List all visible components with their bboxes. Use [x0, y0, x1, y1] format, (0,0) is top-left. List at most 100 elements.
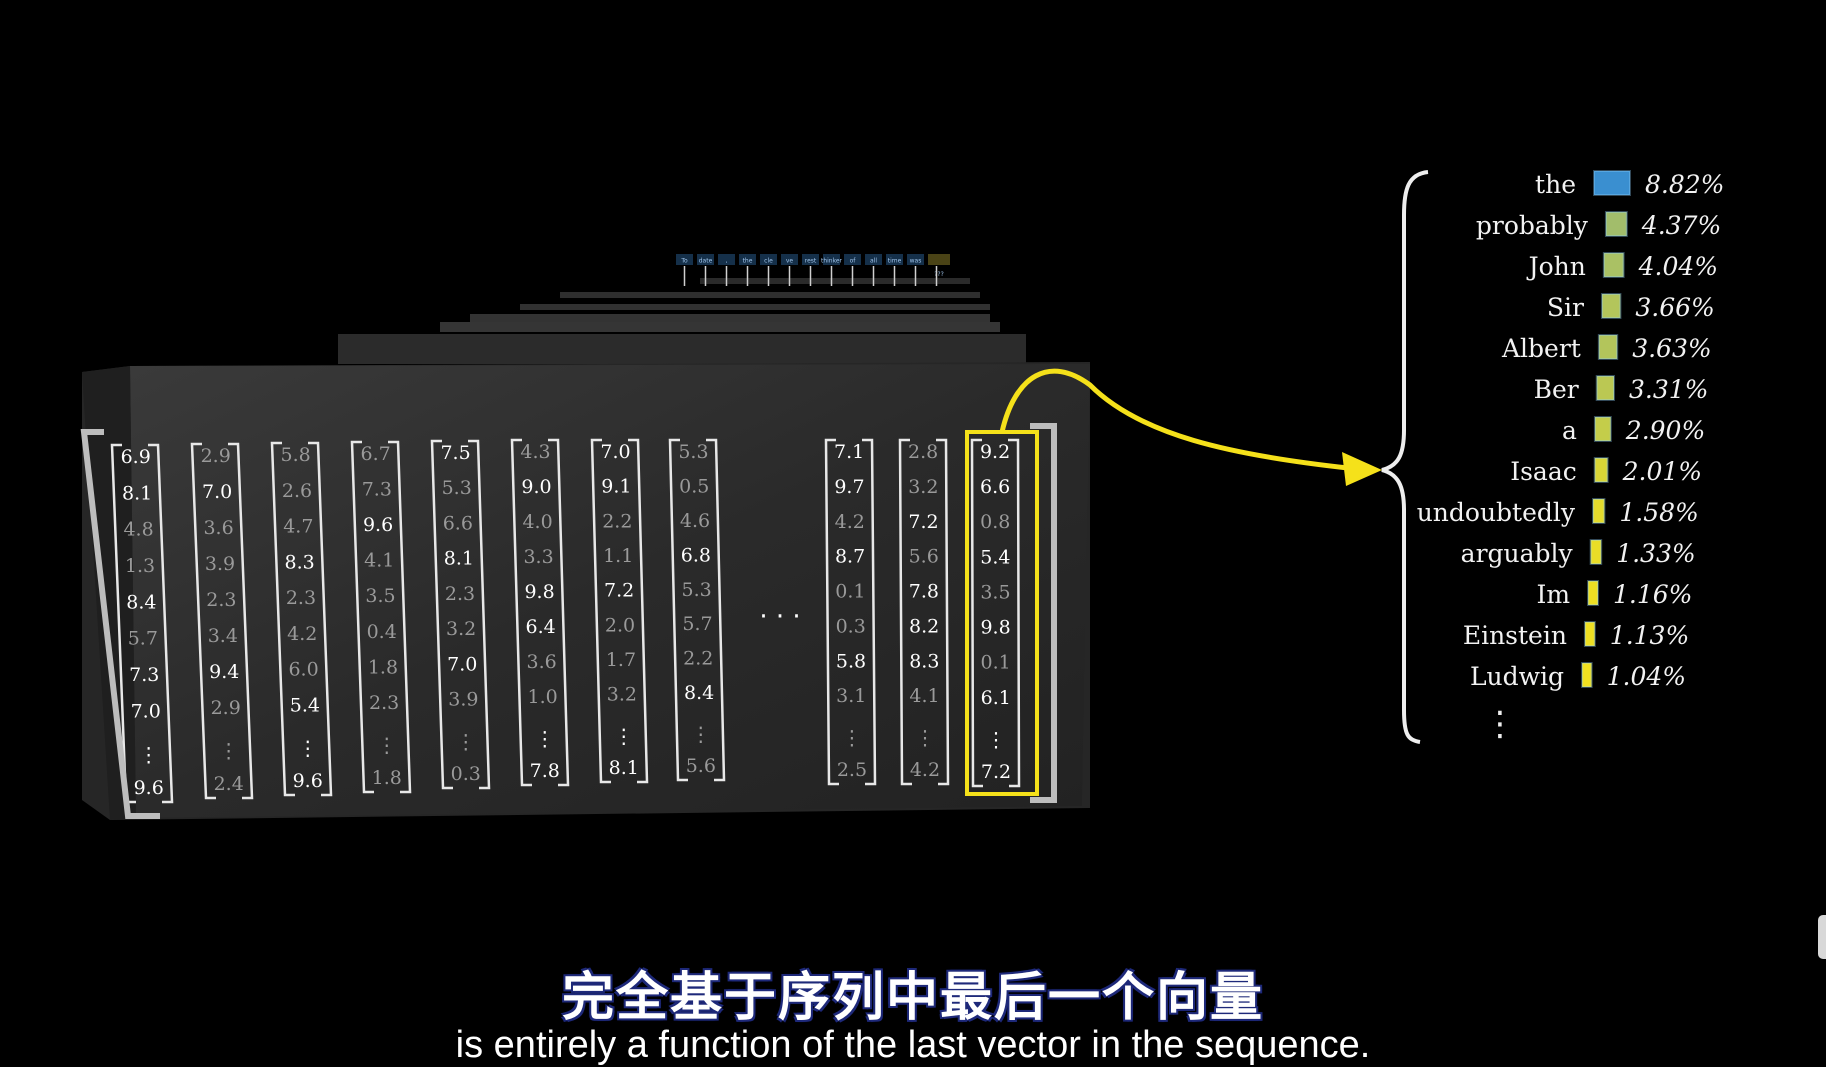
scroll-handle[interactable]: [1818, 915, 1826, 959]
embedding-vector: 7.19.74.28.70.10.35.83.1⋮2.5: [824, 438, 877, 786]
vector-value: 8.4: [684, 682, 714, 704]
prediction-percent: 1.04%: [1607, 662, 1686, 691]
vector-value: 3.1: [836, 685, 866, 707]
probability-bar: [1587, 580, 1600, 606]
vector-value: 2.3: [369, 692, 399, 714]
prediction-word: Isaac: [1510, 457, 1577, 486]
token-box: [676, 254, 693, 265]
vector-value: 3.9: [205, 553, 235, 575]
probability-bar: [1597, 334, 1619, 360]
vector-value: 4.2: [910, 759, 940, 781]
vector-left-bracket: [110, 443, 136, 804]
token-box: [907, 254, 924, 265]
vector-value: 7.3: [129, 664, 159, 686]
token-label: all: [870, 258, 877, 265]
vector-value: 8.1: [122, 482, 152, 504]
vector-value: 2.2: [602, 510, 632, 532]
prediction-percent: 1.58%: [1619, 498, 1698, 527]
prediction-percent: 3.66%: [1635, 293, 1714, 322]
vector-value: 4.1: [909, 685, 939, 707]
prediction-percent: 4.04%: [1638, 252, 1718, 281]
prediction-row: John 4.04%: [1526, 252, 1718, 281]
vector-value: 2.4: [214, 773, 244, 795]
predictions-more-dots: ⋮: [1483, 704, 1517, 744]
vector-value: 0.3: [451, 763, 481, 785]
vector-value: 3.3: [523, 546, 553, 568]
prediction-word: Einstein: [1463, 621, 1567, 650]
vector-value: 6.7: [361, 443, 391, 465]
vector-value: 8.3: [909, 650, 939, 672]
vector-value: 7.0: [202, 481, 232, 503]
token-box: [823, 254, 840, 265]
token-label: was: [910, 258, 922, 265]
vector-value: 8.4: [126, 591, 156, 613]
vector-right-bracket: [862, 438, 877, 786]
vector-value: 1.8: [372, 767, 402, 789]
subtitle-chinese: 完全基于序列中最后一个向量: [561, 968, 1264, 1028]
embedding-vector: 7.09.12.21.17.22.01.73.2⋮8.1: [590, 438, 649, 784]
probability-bar: [1592, 498, 1606, 524]
main-layer-slab: [82, 364, 1090, 820]
vector-value: 7.1: [834, 441, 864, 463]
token-box: [760, 254, 777, 265]
vector-left-bracket: [668, 438, 688, 782]
vector-value: 6.4: [525, 616, 555, 638]
vector-left-bracket: [430, 439, 453, 790]
vector-value: 2.5: [837, 759, 867, 781]
prediction-word: probably: [1476, 211, 1589, 240]
vector-value: 2.6: [282, 480, 312, 502]
token-box: [697, 254, 714, 265]
vector-value: 3.6: [526, 651, 556, 673]
vector-right-bracket: [706, 438, 726, 782]
vector-value: 4.0: [522, 511, 552, 533]
vector-value: 2.3: [206, 589, 236, 611]
vector-dots: ⋮: [691, 722, 711, 746]
vector-value: 2.3: [286, 587, 316, 609]
vector-value: 1.1: [603, 545, 633, 567]
arrow-to-predictions: [999, 368, 1382, 486]
vector-dots: ⋮: [915, 726, 935, 750]
vector-left-bracket: [590, 438, 611, 784]
prediction-percent: 3.31%: [1629, 375, 1708, 404]
vector-value: 3.4: [208, 625, 238, 647]
prediction-word: Ludwig: [1470, 662, 1564, 691]
prediction-percent: 1.16%: [1613, 580, 1692, 609]
embedding-vector: 5.82.64.78.32.34.26.05.4⋮9.6: [270, 441, 333, 797]
embedding-vector: 6.98.14.81.38.45.77.37.0⋮9.6: [110, 443, 174, 804]
vector-value: 9.8: [524, 581, 554, 603]
vector-value: 5.6: [686, 755, 716, 777]
prediction-word: John: [1526, 252, 1586, 281]
vector-value: 3.6: [203, 517, 233, 539]
vector-left-bracket: [824, 438, 839, 786]
vector-value: 3.2: [446, 618, 476, 640]
prediction-word: Sir: [1547, 293, 1584, 322]
vector-left-bracket: [270, 441, 295, 797]
vector-left-bracket: [350, 440, 374, 794]
column-ellipsis: · · ·: [759, 602, 800, 632]
vector-dots: ⋮: [139, 742, 159, 766]
vector-right-bracket: [388, 440, 412, 794]
outer-bracket: [80, 423, 1057, 819]
token-label: To: [680, 258, 688, 265]
token-label: ???: [934, 271, 944, 278]
prediction-word: the: [1535, 170, 1576, 199]
vector-dots: ⋮: [298, 736, 318, 760]
vector-value: 5.3: [678, 441, 708, 463]
vector-value: 5.4: [290, 694, 320, 716]
vector-dots: ⋮: [842, 726, 862, 750]
vector-value: 1.0: [528, 686, 558, 708]
embedding-vector: 7.55.36.68.12.33.27.03.9⋮0.3: [430, 439, 491, 790]
vector-dots: ⋮: [456, 729, 476, 753]
token-box: [886, 254, 903, 265]
token-label: cle: [764, 258, 773, 265]
vector-value: 1.8: [368, 656, 398, 678]
vector-value: 4.8: [123, 519, 153, 541]
vector-dots: ⋮: [219, 739, 239, 763]
vector-dots: ⋮: [614, 724, 634, 748]
